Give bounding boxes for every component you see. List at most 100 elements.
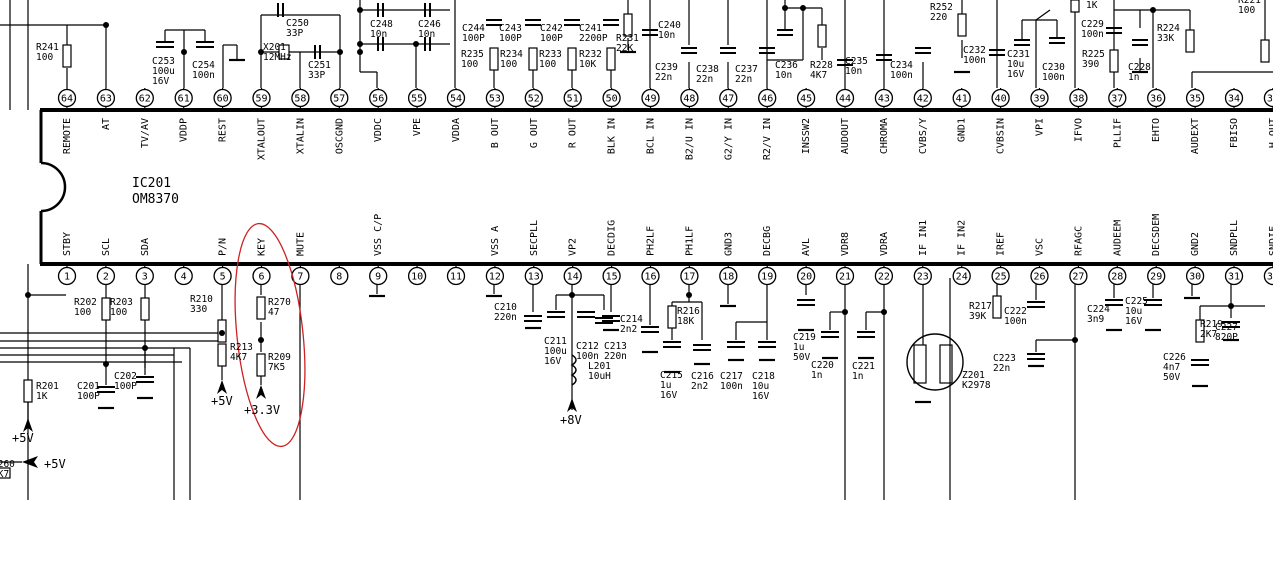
component-label: 7K5 xyxy=(268,362,285,373)
component-label: C221 xyxy=(852,361,875,372)
pin-label: PH1LF xyxy=(684,226,695,256)
component-label: 100u xyxy=(544,346,567,357)
pin-number: 39 xyxy=(1033,94,1045,105)
component-label: 10u xyxy=(1125,306,1142,317)
component-label: 16V xyxy=(1125,316,1142,327)
component-label: R235 xyxy=(461,49,484,60)
pin-label: VDDP xyxy=(179,118,190,142)
pin-number: 12 xyxy=(489,272,501,283)
pin-circle-bottom xyxy=(952,266,971,286)
component-label: 100n xyxy=(720,381,743,392)
pin-label: IF IN1 xyxy=(918,220,929,256)
supply-arrow xyxy=(256,385,266,399)
pin-circle-bottom xyxy=(1185,266,1205,286)
junction-dot xyxy=(181,49,187,55)
component-label: 16V xyxy=(660,390,677,401)
component-label: 33P xyxy=(286,28,303,39)
pin-number: 19 xyxy=(761,272,773,283)
pin-circle-top xyxy=(1224,88,1244,108)
component-label: R217 xyxy=(969,301,992,312)
pin-circle-top xyxy=(913,88,932,108)
junction-dot xyxy=(142,345,148,351)
pin-number: 44 xyxy=(839,94,851,105)
pin-label: SECPLL xyxy=(529,220,540,256)
pin-circle-top xyxy=(1108,88,1127,108)
component-label: C214 xyxy=(620,314,643,325)
component-label: 220 xyxy=(930,12,947,23)
component-label: C220 xyxy=(811,360,834,371)
pin-number: 2 xyxy=(103,272,109,283)
pin-label: VPI xyxy=(1035,118,1046,136)
component-label: 4K7 xyxy=(810,70,827,81)
pin-number: 60 xyxy=(217,94,229,105)
component-label: C253 xyxy=(152,56,175,67)
pin-circle-bottom xyxy=(252,266,271,286)
component-label: 1n xyxy=(852,371,863,382)
pin-label: DECBG xyxy=(762,226,773,256)
pin-circle-bottom xyxy=(796,266,816,286)
component-label: 100 xyxy=(500,59,517,70)
component-label: C248 xyxy=(370,19,393,30)
pin-number: 36 xyxy=(1150,94,1162,105)
resistor-symbol xyxy=(489,47,499,71)
component-label: R203 xyxy=(110,297,133,308)
pin-number: 4 xyxy=(181,272,187,283)
component-label: C217 xyxy=(720,371,743,382)
component-label: Z201 xyxy=(962,370,985,381)
component-label: 1u xyxy=(660,380,671,391)
pin-label: IREF xyxy=(996,232,1007,256)
pin-number: 42 xyxy=(917,94,929,105)
component-label: K2978 xyxy=(962,380,991,391)
component-label: R241 xyxy=(36,42,59,53)
supply-arrow xyxy=(217,380,227,394)
pin-label: STBY xyxy=(62,232,73,256)
pin-number: 52 xyxy=(528,94,540,105)
pin-circle-bottom xyxy=(602,266,621,286)
pin-number: 49 xyxy=(644,94,656,105)
saw-filter-electrode xyxy=(939,344,953,384)
pin-number: 5 xyxy=(220,272,226,283)
component-label: 100P xyxy=(77,391,100,402)
pin-label: CVBS/Y xyxy=(918,118,929,154)
supply-label: +3.3V xyxy=(244,403,280,417)
junction-dot xyxy=(357,7,363,13)
saw-filter-electrode xyxy=(913,344,927,384)
pin-number: 25 xyxy=(995,272,1007,283)
component-label: 100 xyxy=(110,307,127,318)
component-label: 100P xyxy=(540,33,563,44)
pin-label: GND2 xyxy=(1190,232,1201,256)
component-label: 1u xyxy=(793,342,804,353)
component-label: C238 xyxy=(696,64,719,75)
pin-circle-bottom xyxy=(1224,266,1244,286)
pin-circle-bottom xyxy=(719,266,738,286)
component-label: C222 xyxy=(1004,306,1027,317)
pin-circle-top xyxy=(563,88,582,108)
pin-circle-bottom xyxy=(57,266,77,286)
component-label: C243 xyxy=(499,23,522,34)
resistor-symbol xyxy=(567,47,577,71)
pin-number: 50 xyxy=(606,94,618,105)
resistor-symbol xyxy=(992,295,1002,319)
pin-number: 47 xyxy=(722,94,734,105)
component-label: 2n2 xyxy=(620,324,637,335)
supply-label: +5V xyxy=(211,394,233,408)
pin-number: 1 xyxy=(64,272,70,283)
pin-circle-bottom xyxy=(874,266,894,286)
pin-label: AUDOUT xyxy=(840,118,851,154)
component-label: 2n2 xyxy=(691,381,708,392)
resistor-symbol xyxy=(1070,0,1080,13)
pin-circle-top xyxy=(1069,88,1088,108)
pin-label: SNDIF xyxy=(1268,226,1273,256)
junction-dot xyxy=(258,337,264,343)
component-label: 10n xyxy=(775,70,792,81)
component-label: C230 xyxy=(1042,62,1065,73)
pin-circle-bottom xyxy=(369,266,388,286)
pin-circle-bottom xyxy=(524,266,543,286)
pin-circle-bottom xyxy=(758,266,777,286)
component-label: 100 xyxy=(36,52,53,63)
pin-label: XTALOUT xyxy=(257,118,268,160)
component-label: C216 xyxy=(691,371,714,382)
pin-circle-bottom xyxy=(330,266,349,286)
pin-circle-top xyxy=(1185,88,1205,108)
component-label: C210 xyxy=(494,302,517,313)
